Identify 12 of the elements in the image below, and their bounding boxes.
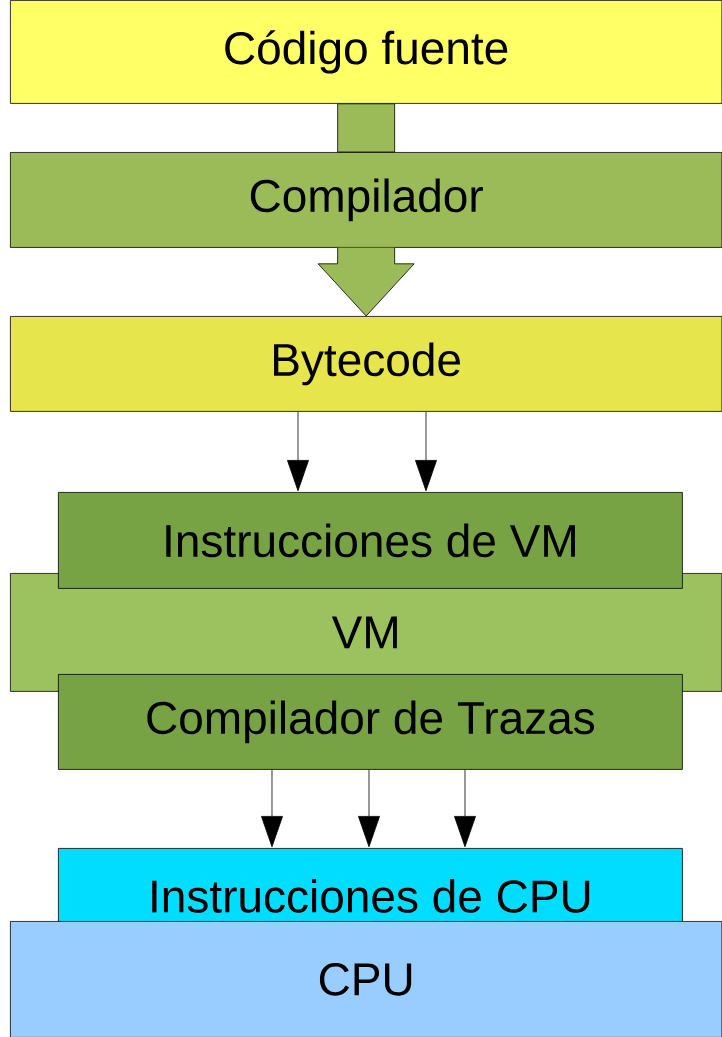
- arrow: [287, 411, 309, 492]
- arrow: [454, 769, 476, 848]
- layer-box: Instrucciones de VM: [58, 492, 683, 589]
- arrow: [358, 769, 380, 848]
- arrow: [261, 769, 283, 848]
- layer-box: Compilador de Trazas: [58, 674, 683, 770]
- layer-box: CPU: [10, 921, 722, 1037]
- layer-box: Bytecode: [10, 316, 722, 412]
- block-arrow: [317, 247, 415, 317]
- arrow: [415, 411, 437, 492]
- layer-box: Código fuente: [10, 0, 722, 104]
- block-arrow: [337, 103, 396, 153]
